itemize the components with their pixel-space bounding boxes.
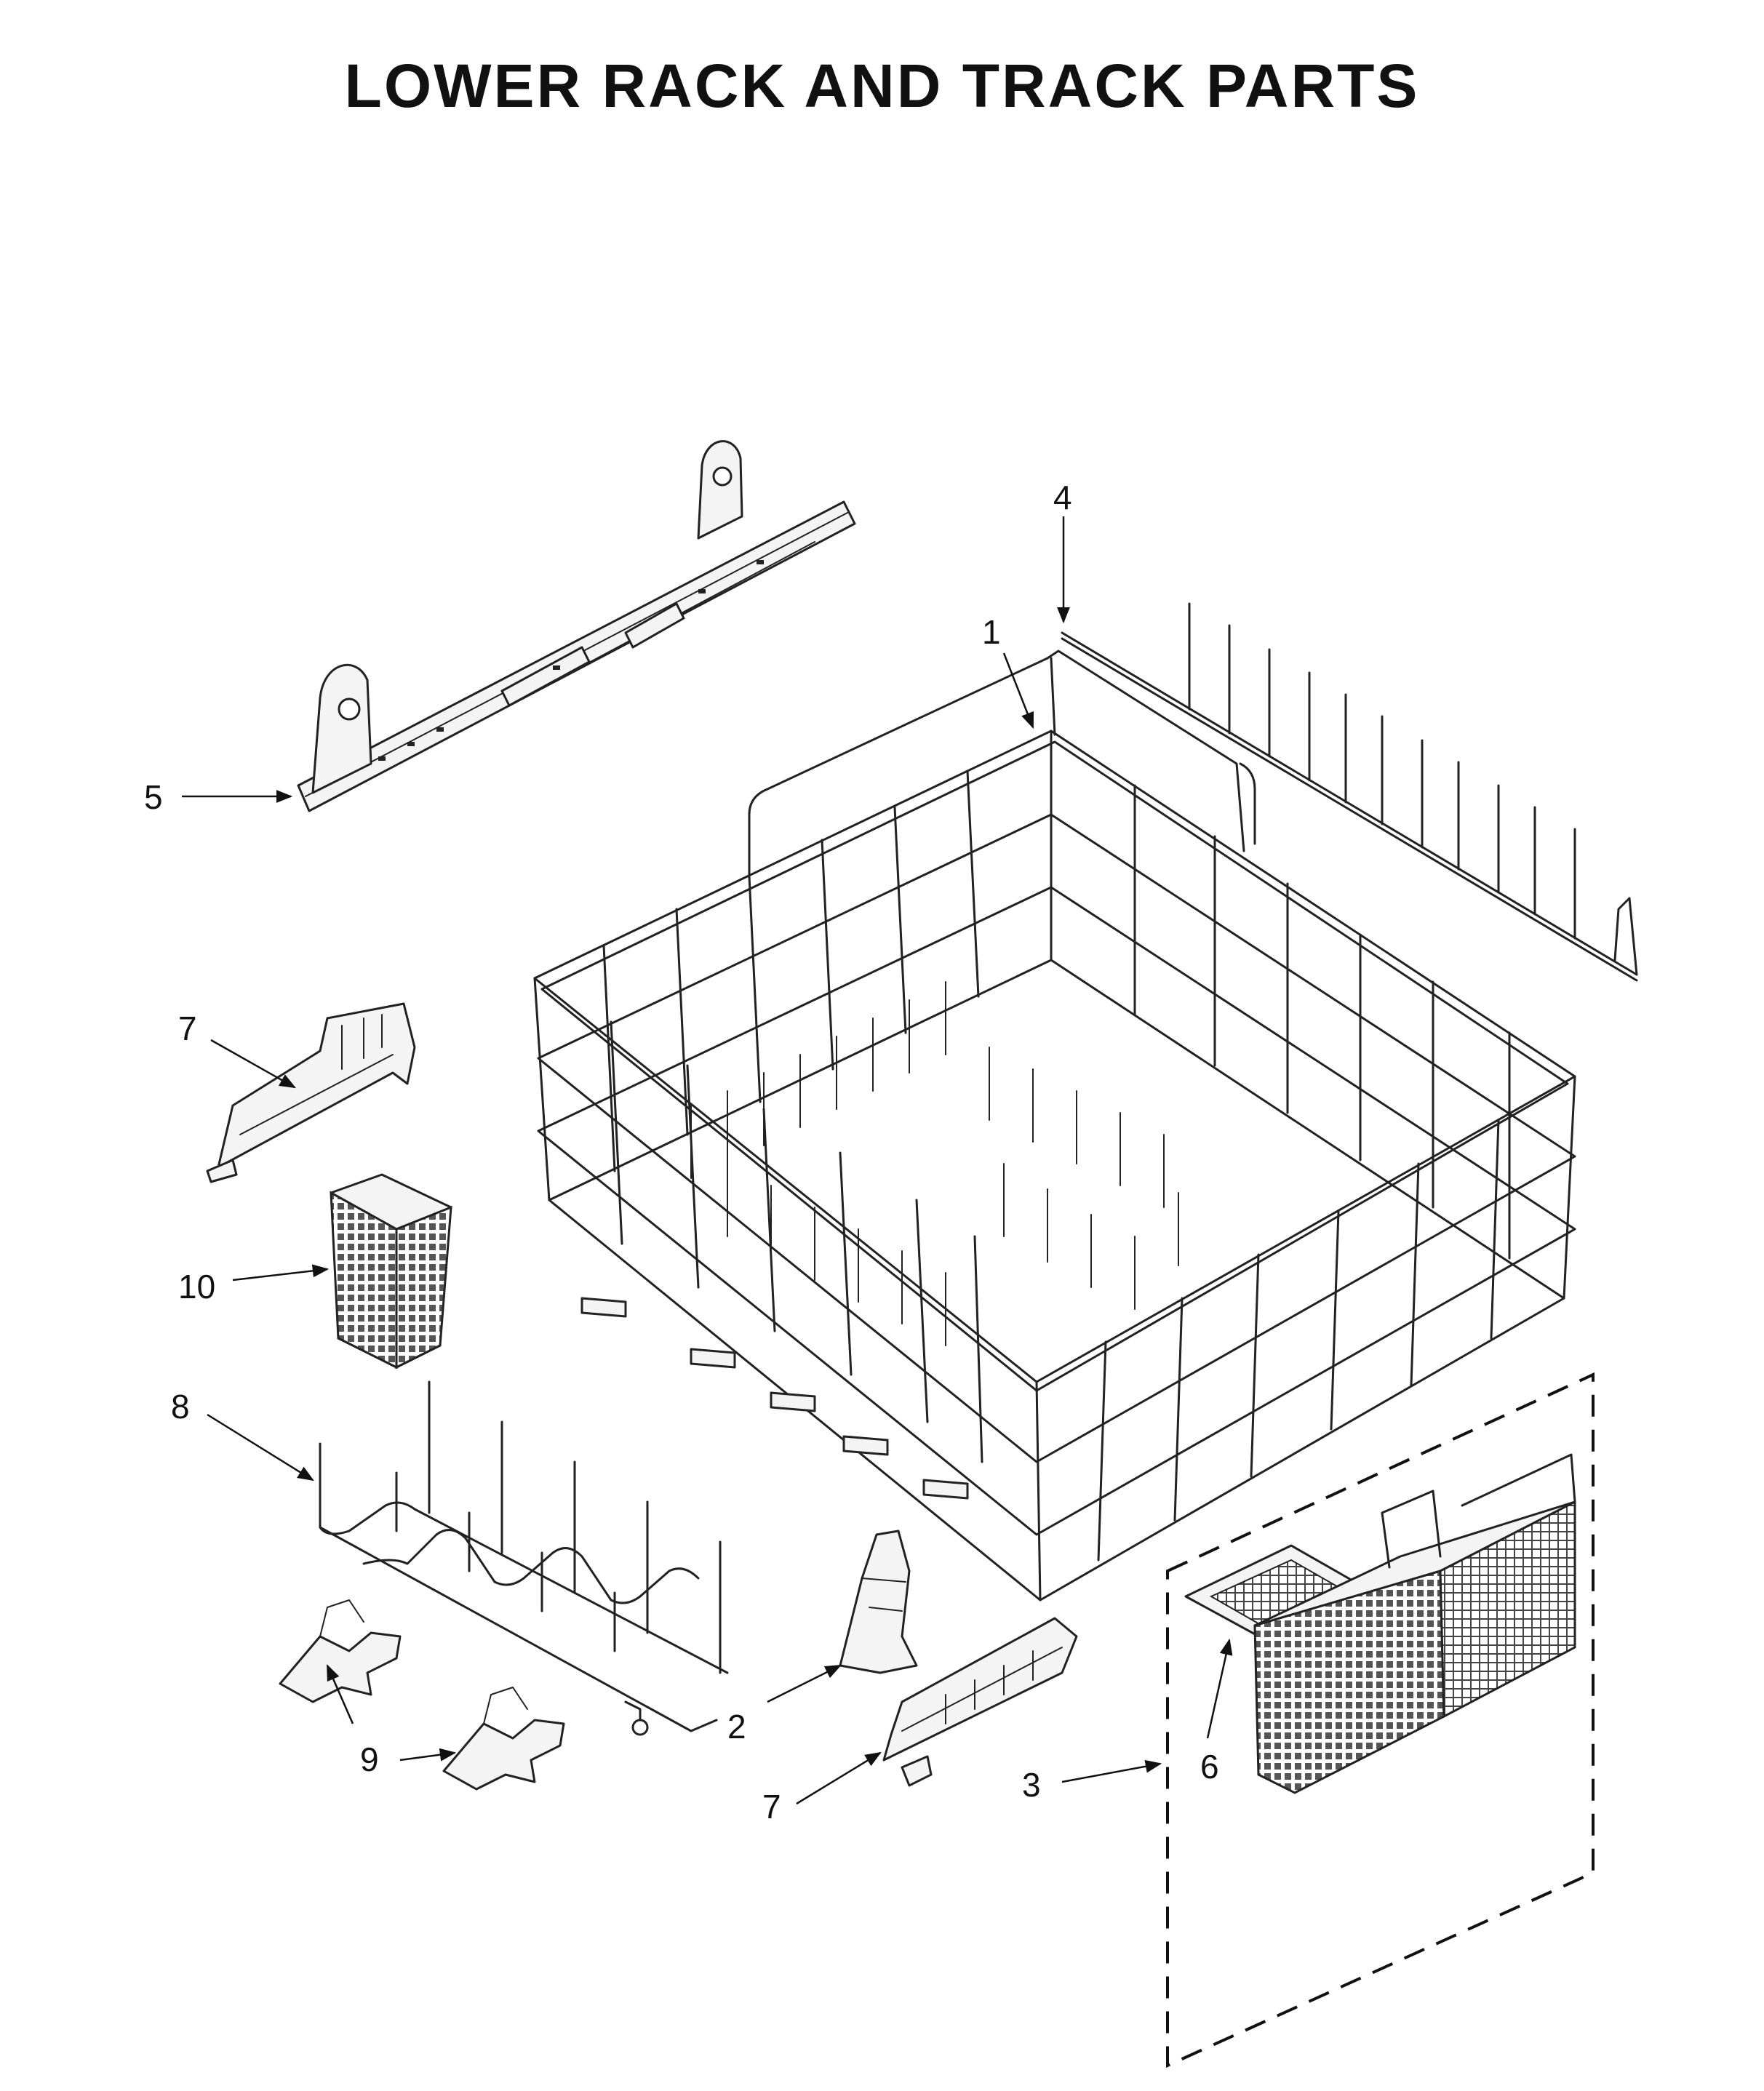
callout-7-upper: 7 xyxy=(178,1009,197,1047)
callout-1: 1 xyxy=(982,613,1001,651)
part-5-track-assembly xyxy=(297,440,856,812)
silverware-basket-body xyxy=(1253,1453,1576,1794)
part-6-basket-cover xyxy=(1184,1544,1369,1642)
callout-8: 8 xyxy=(171,1388,190,1426)
callout-6: 6 xyxy=(1200,1748,1219,1786)
part-1-lower-rack xyxy=(533,649,1576,1602)
callout-4: 4 xyxy=(1053,479,1072,516)
part-9-wire-clip-left xyxy=(279,1599,402,1703)
part-8-wire-rack-insert xyxy=(319,1380,729,1736)
callout-leaders xyxy=(182,516,1233,1805)
callout-9: 9 xyxy=(360,1740,379,1778)
part-7-rack-clip-lower xyxy=(882,1617,1078,1787)
part-4-tine-row xyxy=(1061,602,1638,982)
part-9-wire-clip-right xyxy=(442,1687,565,1791)
part-7-rack-clip-upper xyxy=(206,1002,416,1183)
diagram-title: LOWER RACK AND TRACK PARTS xyxy=(344,52,1420,120)
part-10-utensil-basket-small xyxy=(330,1173,452,1370)
callout-labels: 1 2 3 4 5 6 7 7 8 9 10 xyxy=(144,479,1219,1826)
callout-5: 5 xyxy=(144,778,163,816)
callout-10: 10 xyxy=(178,1268,215,1306)
callout-3: 3 xyxy=(1022,1766,1041,1804)
callout-7-lower: 7 xyxy=(762,1788,781,1826)
callout-2: 2 xyxy=(727,1708,746,1746)
part-2-tine-pivot-clip xyxy=(839,1530,918,1674)
